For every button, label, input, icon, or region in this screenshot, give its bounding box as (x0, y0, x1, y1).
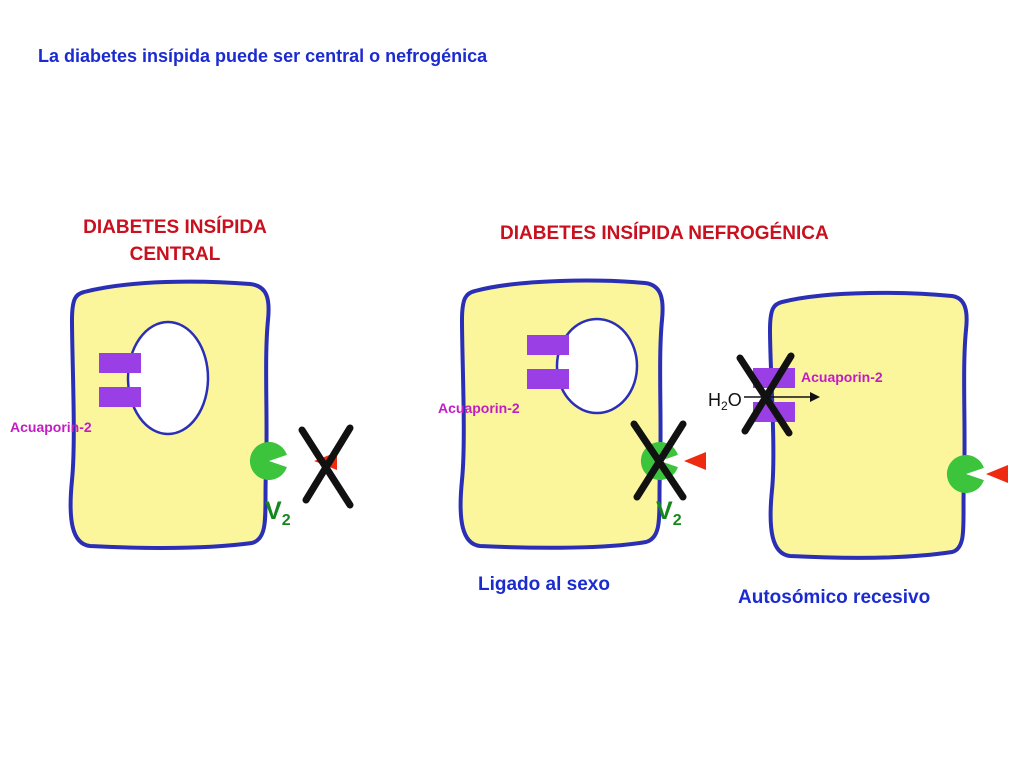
central-cross-icon (298, 424, 354, 509)
page-title: La diabetes insípida puede ser central o… (38, 46, 488, 66)
sex-linked-vasopressin (684, 452, 706, 470)
sex-linked-aquaporin-label: Acuaporin-2 (438, 400, 520, 416)
central-di-heading: DIABETES INSÍPIDA CENTRAL (60, 214, 290, 268)
sex-linked-aquaporin-bottom (527, 369, 569, 389)
autosomal-cross-icon (736, 352, 795, 437)
autosomal-vasopressin (986, 465, 1008, 483)
sex-linked-v2-subscript: 2 (672, 512, 682, 529)
water-flow-arrow-head (810, 392, 820, 402)
central-aquaporin-bottom (99, 387, 141, 407)
central-v2-receptor (249, 441, 287, 480)
autosomal-v2-receptor (946, 455, 984, 494)
autosomal-inheritance-label: Autosómico recesivo (738, 587, 931, 608)
sex-linked-v2-letter: V (656, 497, 673, 525)
central-heading-line2: CENTRAL (129, 244, 221, 265)
central-v2-letter: V (265, 497, 282, 525)
water-h: H (708, 390, 721, 410)
central-v2-label: V2 (265, 497, 291, 530)
water-label: H2O (708, 390, 742, 413)
water-subscript: 2 (721, 399, 728, 413)
nephrogenic-di-heading: DIABETES INSÍPIDA NEFROGÉNICA (500, 223, 829, 244)
central-aquaporin-top (99, 353, 141, 373)
sex-linked-inheritance-label: Ligado al sexo (478, 574, 610, 595)
autosomal-cell (767, 290, 969, 560)
central-heading-line1: DIABETES INSÍPIDA (83, 217, 267, 238)
central-v2-subscript: 2 (281, 512, 291, 529)
water-o: O (727, 390, 742, 410)
central-vesicle (126, 320, 210, 436)
sex-linked-vesicle (555, 317, 639, 415)
sex-linked-cross-icon (630, 420, 687, 501)
sex-linked-v2-label: V2 (656, 497, 682, 530)
central-aquaporin-label: Acuaporin-2 (10, 419, 92, 435)
sex-linked-aquaporin-top (527, 335, 569, 355)
autosomal-aquaporin-label: Acuaporin-2 (801, 369, 883, 385)
